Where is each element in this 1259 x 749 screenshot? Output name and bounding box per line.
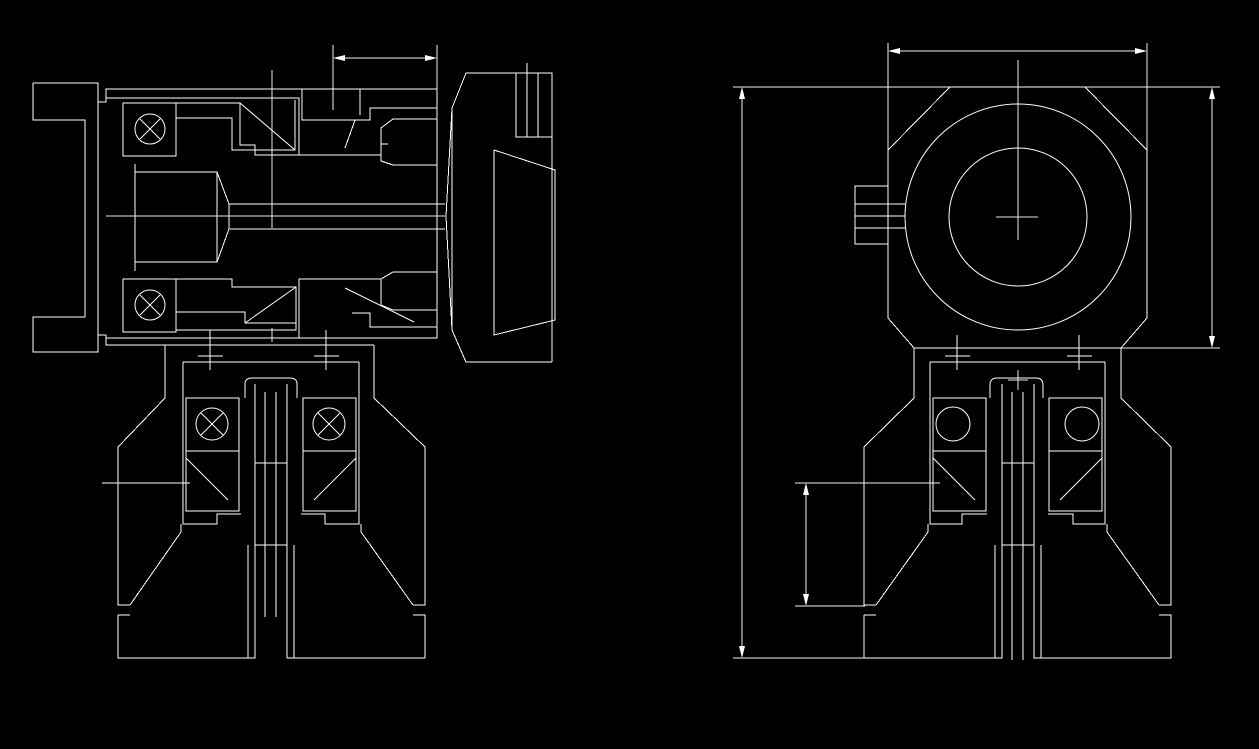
right-inner-right-housing <box>1048 362 1106 525</box>
lower-right-bearing-b-slant <box>313 457 357 501</box>
lower-left-bearing-a-ball <box>195 407 229 441</box>
lower-right-bearing-a-cross-b <box>317 412 341 436</box>
left-mid-arrow-top <box>803 483 809 495</box>
dim-arrow-left <box>333 55 345 61</box>
upper-housing-inner <box>176 102 299 156</box>
height-arrow-bottom <box>739 646 745 658</box>
right-flare-inner <box>360 524 414 606</box>
lower-left-bearing-cross-b <box>139 294 161 316</box>
inner-right-housing <box>301 362 360 525</box>
lower-left-bearing <box>122 278 177 333</box>
drive-shaft <box>106 70 445 342</box>
right-top-arrow-right <box>1135 48 1147 54</box>
right-inner-left-housing <box>929 362 987 525</box>
lower-right-outline <box>373 345 426 606</box>
lower-right-bearing-a-ball <box>312 407 346 441</box>
left-mid-arrow-bottom <box>803 594 809 606</box>
upper-bearing-group <box>106 97 348 157</box>
right-lower-right-bearing-b-slant <box>1059 457 1103 501</box>
right-lower-gearbox <box>863 335 1172 660</box>
lower-taper-out <box>344 287 415 323</box>
right-top-arrow-left <box>888 48 900 54</box>
left-section-view <box>32 45 556 659</box>
right-lower-left-bearing-a-ball <box>935 406 971 442</box>
inner-left-housing <box>182 362 241 525</box>
lower-left-outline <box>117 345 166 606</box>
lower-left-bearing-a-cross-b <box>200 412 224 436</box>
upper-taper-line <box>239 102 296 151</box>
right-dimensions <box>733 43 1220 659</box>
lower-bore-line <box>106 278 348 339</box>
side-connector <box>854 185 888 245</box>
lower-pin-profile <box>380 271 437 311</box>
shaft-lower-contour <box>135 228 445 263</box>
bottom-base-outline <box>117 544 426 659</box>
upper-left-bearing-ball <box>134 113 166 145</box>
upper-round-housing <box>854 60 1148 349</box>
right-right-flare-inner <box>1106 524 1160 606</box>
right-left-flare-inner <box>875 524 929 606</box>
right-elevation-view <box>733 43 1220 660</box>
lower-housing-step <box>176 311 296 324</box>
coupling-top-step-a <box>301 89 370 121</box>
lower-left-bearing-ball <box>134 289 166 321</box>
upper-height-arrow-top <box>1209 87 1215 99</box>
upper-left-bearing <box>122 102 177 157</box>
upper-bore-line <box>106 97 348 156</box>
left-top-dimension <box>332 45 438 110</box>
lower-left-bearing-b <box>185 450 240 512</box>
height-arrow-top <box>739 87 745 99</box>
right-lower-left-bearing-b <box>932 450 987 512</box>
end-housing-inner-panel <box>493 149 556 336</box>
lower-taper-line <box>244 286 297 324</box>
left-flare-inner <box>129 524 182 606</box>
right-lower-left-outline <box>863 348 915 606</box>
right-bottom-base-outline <box>863 544 1172 659</box>
right-lower-right-outline <box>1120 348 1172 606</box>
upper-height-arrow-bottom <box>1209 336 1215 348</box>
right-lower-right-bearing-a-ball <box>1064 406 1100 442</box>
left-lower-gearbox <box>102 330 426 659</box>
shaft-upper-contour <box>135 171 445 205</box>
coupling-bottom-outline <box>299 312 438 339</box>
right-bridge-arch <box>989 377 1044 398</box>
right-lower-right-bearing-b <box>1048 450 1103 512</box>
upper-housing-step <box>176 100 296 151</box>
lower-housing-inner <box>176 278 297 331</box>
end-housing-bottom <box>445 215 552 363</box>
coupling-body-bottom <box>299 89 438 339</box>
upper-cap-outline <box>33 82 299 103</box>
lower-right-bearing-b <box>302 450 357 512</box>
end-housing <box>445 63 556 363</box>
upper-left-bearing-cross-b <box>139 118 161 140</box>
dim-arrow-right <box>425 55 437 61</box>
bridge-arch <box>244 377 298 398</box>
right-lower-left-bearing-b-slant <box>932 457 976 501</box>
lower-left-bearing-b-slant <box>185 457 229 501</box>
lower-bearing-group <box>106 278 348 339</box>
